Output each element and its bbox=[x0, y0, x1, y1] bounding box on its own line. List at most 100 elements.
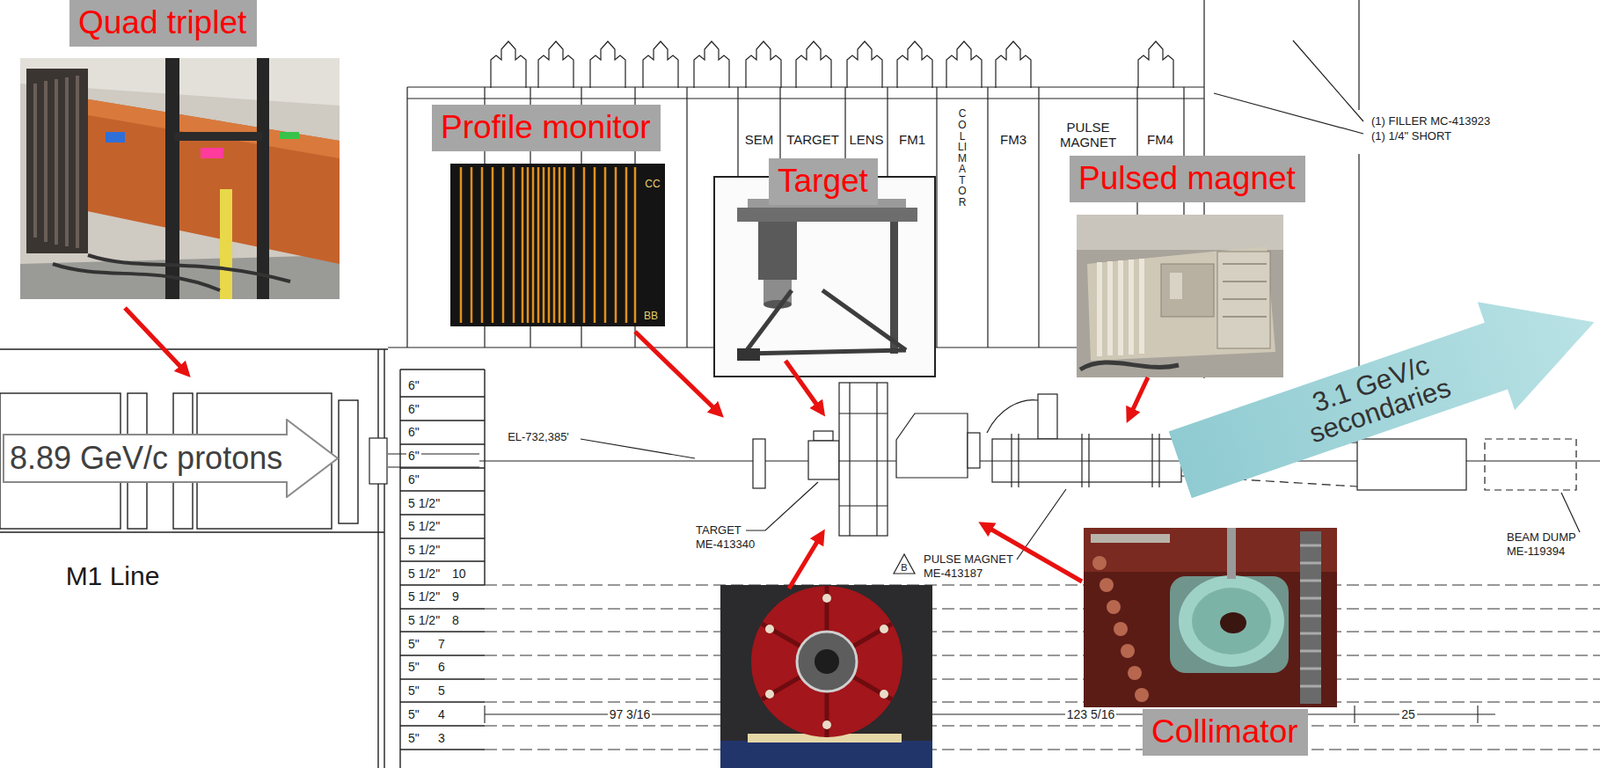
beam-label: 3.1 GeV/c secondaries bbox=[1278, 340, 1473, 455]
drawing-label: 6" bbox=[406, 378, 422, 393]
pulsed-magnet-photo bbox=[1076, 214, 1284, 378]
beamline-components bbox=[839, 382, 888, 536]
drawing-label: (1) FILLER MC-413923 bbox=[1369, 115, 1492, 129]
collimator-photo bbox=[1191, 587, 1272, 655]
frame-lines bbox=[1358, 0, 1359, 414]
quad-triplet-photo bbox=[165, 58, 180, 300]
quad-triplet-photo bbox=[83, 98, 340, 159]
drawing-label: 5" bbox=[406, 683, 422, 698]
drawing-label: 25 bbox=[1399, 707, 1418, 722]
drawing-label: 8 bbox=[450, 613, 461, 628]
beam-arrow: 8.89 GeV/c protons bbox=[2, 418, 340, 498]
pulsed-magnet-photo bbox=[1099, 258, 1142, 357]
profile-monitor-photo bbox=[450, 163, 665, 327]
beamline-components bbox=[813, 431, 833, 441]
callout-tag: Target bbox=[768, 158, 878, 205]
drawing-label: TARGET bbox=[694, 524, 744, 538]
m1-quad-outline bbox=[338, 400, 358, 524]
target-wheel-photo bbox=[765, 624, 775, 634]
beamline-components bbox=[893, 554, 915, 574]
beamline-components bbox=[992, 433, 1182, 488]
collimator-photo bbox=[1083, 527, 1337, 572]
drawing-label: 6" bbox=[406, 472, 422, 487]
target-photo bbox=[744, 290, 906, 354]
collimator-photo bbox=[1120, 643, 1135, 658]
beamline-components bbox=[839, 382, 888, 536]
frame-lines bbox=[847, 41, 883, 88]
target-wheel-photo bbox=[720, 740, 933, 768]
red-leader-arrow bbox=[635, 331, 721, 415]
collimator-photo bbox=[1227, 527, 1236, 579]
drawing-label: 10 bbox=[450, 566, 468, 581]
dimension-lines bbox=[484, 705, 1496, 724]
frame-lines bbox=[490, 41, 527, 88]
target-photo bbox=[737, 348, 760, 361]
beamline-components bbox=[1037, 394, 1058, 439]
collimator-photo bbox=[1090, 533, 1170, 543]
pulsed-magnet-photo bbox=[1169, 272, 1183, 300]
frame-lines bbox=[897, 41, 933, 88]
drawing-label: EL-732,385' bbox=[505, 431, 571, 445]
drawing-label: 6 bbox=[436, 659, 447, 674]
frame-lines bbox=[745, 41, 782, 88]
drawing-label: 6" bbox=[406, 424, 422, 439]
pulsed-magnet-photo bbox=[1217, 251, 1271, 349]
target-wheel-photo bbox=[822, 593, 832, 603]
collimator-photo bbox=[1300, 545, 1322, 687]
drawing-label: PULSE MAGNET bbox=[1042, 119, 1134, 151]
pulsed-magnet-photo bbox=[1222, 263, 1267, 317]
target-photo bbox=[758, 221, 797, 280]
drawing-label: 5 1/2" bbox=[406, 496, 442, 511]
callout-tag: Pulsed magnet bbox=[1069, 155, 1306, 203]
quad-triplet-photo bbox=[20, 58, 340, 300]
quad-triplet-photo bbox=[105, 131, 125, 143]
quad-triplet-photo bbox=[256, 58, 270, 300]
target-wheel-photo bbox=[720, 584, 933, 768]
drawing-label: FM4 bbox=[1145, 131, 1176, 147]
drawing-label: 9 bbox=[450, 589, 461, 604]
quad-triplet-photo bbox=[35, 75, 78, 249]
target-wheel-photo bbox=[720, 584, 933, 768]
beamline-components bbox=[1484, 438, 1577, 490]
m1-quad-outline bbox=[378, 349, 485, 768]
drawing-label: ME-119394 bbox=[1505, 545, 1567, 559]
quad-triplet-photo bbox=[70, 98, 340, 264]
red-leader-arrow bbox=[785, 360, 823, 413]
drawing-label: 5 1/2" bbox=[406, 518, 442, 534]
drawing-label: ME-413187 bbox=[921, 567, 985, 581]
arrow-shape bbox=[3, 419, 338, 497]
drawing-label: 5 1/2" bbox=[406, 589, 442, 604]
target-photo bbox=[890, 221, 899, 354]
beamline-components bbox=[580, 438, 1580, 560]
beamline-components bbox=[986, 400, 1038, 433]
pulsed-magnet-photo bbox=[1076, 214, 1284, 250]
drawing-label: BEAM DUMP bbox=[1505, 531, 1579, 545]
photo-mark: BB bbox=[642, 310, 660, 323]
callout-tag: Collimator bbox=[1142, 708, 1308, 756]
drawing-label: (1) 1/4" SHORT bbox=[1369, 130, 1454, 144]
frame-lines bbox=[387, 0, 1364, 414]
pulsed-magnet-photo bbox=[1080, 362, 1179, 370]
drawing-label: 6" bbox=[406, 401, 422, 417]
collimator-photo bbox=[1169, 576, 1289, 673]
drawing-label: 6" bbox=[406, 448, 422, 463]
callout-tag: Quad triplet bbox=[69, 0, 257, 47]
beam-label: 8.89 GeV/c protons bbox=[9, 418, 283, 498]
target-wheel-photo bbox=[814, 649, 840, 674]
drawing-label: B bbox=[898, 562, 909, 574]
collimator-photo bbox=[1083, 527, 1337, 708]
drawing-label: 123 5/16 bbox=[1065, 707, 1118, 722]
dimension-lines bbox=[484, 705, 1496, 724]
drawing-label: 4 bbox=[436, 707, 447, 722]
beamline-components bbox=[387, 453, 480, 468]
beamline-components bbox=[808, 440, 840, 480]
target-wheel-photo bbox=[879, 624, 889, 634]
target-wheel-photo bbox=[879, 689, 889, 699]
target-wheel-photo bbox=[796, 631, 857, 692]
drawing-label: 5 1/2" bbox=[406, 566, 442, 581]
red-leader-arrow bbox=[124, 307, 188, 374]
frame-lines bbox=[538, 41, 574, 88]
drawing-label: PULSE MAGNET bbox=[921, 553, 1016, 567]
drawing-label: 5 1/2" bbox=[406, 542, 442, 557]
